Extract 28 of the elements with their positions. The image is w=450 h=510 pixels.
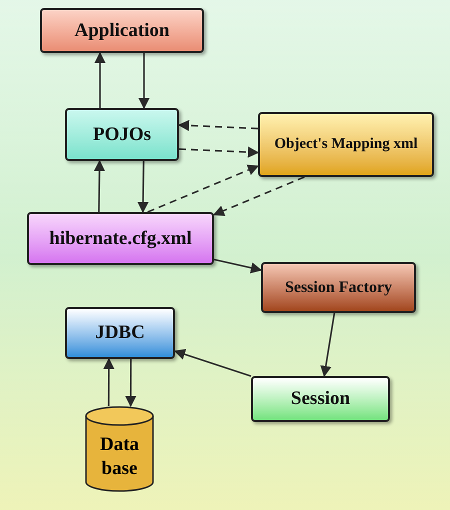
arrow [320, 312, 336, 378]
node-label: Data base [98, 433, 140, 481]
node-label: Application [74, 18, 170, 42]
arrow [103, 358, 114, 406]
node-label: hibernate.cfg.xml [49, 226, 192, 250]
arrow [214, 258, 262, 274]
arrow [178, 120, 258, 132]
node-label: Session [290, 387, 350, 411]
process-box [40, 8, 204, 53]
process-box [258, 112, 434, 177]
node-label: POJOs [92, 122, 152, 146]
arrow [94, 52, 106, 108]
node-label: JDBC [95, 321, 145, 345]
arrow [212, 176, 305, 216]
process-box [251, 376, 390, 422]
arrow [138, 53, 150, 110]
node-label: Object's Mapping xml [274, 135, 418, 154]
process-box [27, 212, 214, 265]
process-box [65, 108, 179, 161]
arrow [174, 348, 252, 377]
process-box [65, 307, 175, 359]
arrow [137, 160, 149, 214]
arrow [125, 359, 136, 408]
arrow [178, 146, 260, 158]
arrow [94, 160, 106, 212]
node-label: Session Factory [284, 278, 392, 298]
arrow [147, 164, 260, 213]
process-box [261, 262, 416, 313]
